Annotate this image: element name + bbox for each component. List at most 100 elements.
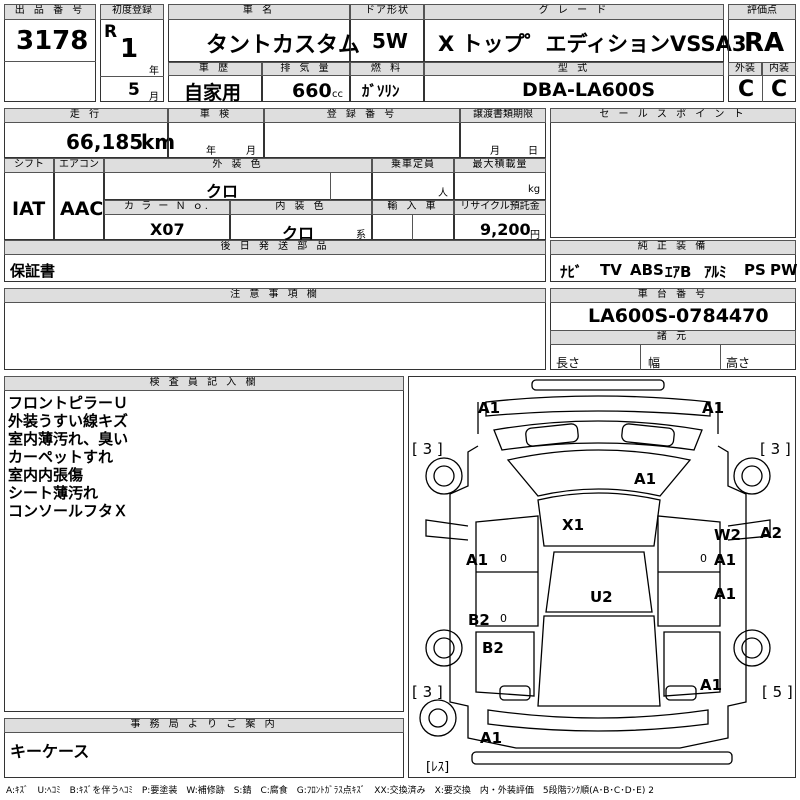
displacement-unit: cc: [332, 89, 343, 100]
displacement-label: 排 気 量: [262, 62, 350, 76]
transfer-month-unit: 月: [490, 146, 500, 157]
door-label: ドア形状: [350, 4, 424, 20]
mark-tire-fr: [ 3 ]: [760, 440, 791, 458]
score-value: RA: [744, 28, 785, 58]
capacity-unit: 人: [438, 188, 448, 199]
notes-label: 注 意 事 項 欄: [4, 288, 546, 303]
fuel: ｶﾞｿﾘﾝ: [362, 82, 400, 100]
model-label: 型 式: [424, 62, 724, 76]
int-color-suffix: 系: [356, 230, 366, 241]
ext-color-divider: [330, 173, 331, 200]
import-label: 輸 入 車: [372, 200, 454, 215]
ext-color-label: 外 装 色: [104, 158, 372, 173]
int-score: C: [771, 77, 788, 102]
model-code: DBA-LA600S: [522, 79, 655, 101]
first-reg-year: 1: [120, 34, 139, 64]
shift: IAT: [12, 198, 46, 220]
equipment-alloy: ｱﾙﾐ: [704, 263, 727, 281]
grade: X トップ゜エディションVSSA3: [438, 32, 747, 56]
inspection-year-unit: 年: [206, 146, 216, 157]
car-name-label: 車 名: [168, 4, 350, 20]
mark-right-door-rear: A1: [714, 585, 737, 603]
mileage: 66,185: [66, 130, 144, 154]
mileage-unit: km: [141, 130, 176, 154]
mark-left-door-front: A1: [466, 551, 489, 569]
mark-w2: W2: [714, 526, 741, 544]
lot-number: 3178: [16, 26, 89, 56]
dims-divider-2: [720, 345, 721, 370]
recycle-fee: 9,200: [480, 220, 531, 239]
mark-center: U2: [590, 588, 613, 606]
mark-x1: X1: [562, 516, 585, 534]
inspection-label: 車 検: [168, 108, 264, 123]
inspector-note-7: コンソールフタＸ: [8, 502, 129, 520]
mark-right-door-front-sub: 0: [700, 552, 707, 565]
door-type: 5W: [372, 29, 408, 53]
mark-roof: A1: [634, 470, 657, 488]
first-reg-month: 5: [128, 80, 140, 100]
first-reg-year-unit: 年: [149, 66, 159, 77]
mark-left-door-rear: B2: [468, 611, 490, 629]
color-no: X07: [150, 220, 185, 239]
score-label: 評価点: [728, 4, 796, 20]
equipment-label: 純 正 装 備: [550, 240, 796, 255]
recycle-unit: 円: [530, 230, 540, 241]
inspection-month-unit: 月: [246, 146, 256, 157]
inspector-label: 検 査 員 記 入 欄: [4, 376, 404, 391]
import-divider: [412, 215, 413, 240]
equipment-ps: PS: [744, 261, 766, 279]
chassis-number: LA600S-0784470: [588, 305, 769, 327]
aircon: AAC: [60, 198, 104, 220]
sales-point-label: セ ー ル ス ポ イ ン ト: [550, 108, 796, 123]
history-label: 車 歴: [168, 62, 262, 76]
sales-point-box: [550, 108, 796, 238]
first-reg-month-unit: 月: [149, 92, 159, 103]
first-reg-era: R: [104, 22, 118, 42]
inspector-note-2: 外装うすい線キズ: [8, 412, 129, 430]
transfer-day-unit: 日: [528, 146, 538, 157]
first-reg-divider: [100, 76, 164, 77]
office-note: キーケース: [10, 742, 90, 761]
mark-rear-bottom: A1: [480, 729, 503, 747]
mark-left-rear: B2: [482, 639, 504, 657]
equipment-pw: PW: [770, 261, 798, 279]
mark-tire-fl: [ 3 ]: [412, 440, 443, 458]
mark-rear-right: A1: [700, 676, 723, 694]
equipment-tv: TV: [600, 261, 622, 279]
chassis-label: 車 台 番 号: [550, 288, 796, 303]
car-diagram-box: [408, 376, 796, 778]
later-parts: 保証書: [10, 262, 56, 280]
mark-right-door-front: A1: [714, 551, 737, 569]
legend: A:ｷｽﾞ U:ﾍｺﾐ B:ｷｽﾞを伴うﾍｺﾐ P:要塗装 W:補修跡 S:錆 …: [6, 786, 654, 796]
car-diagram: [419, 379, 771, 765]
mark-left-door-rear-sub: 0: [500, 612, 507, 625]
aircon-label: エアコン: [54, 158, 104, 173]
color-no-label: カ ラ ー Ｎ ｏ.: [104, 200, 230, 215]
shift-label: シフト: [4, 158, 54, 173]
transfer-label: 譲渡書類期限: [460, 108, 546, 123]
inspector-note-4: カーペットすれ: [8, 448, 114, 466]
dims-label: 諸 元: [550, 330, 796, 345]
fuel-label: 燃 料: [350, 62, 424, 76]
mileage-label: 走 行: [4, 108, 168, 123]
max-load-unit: kg: [528, 184, 541, 195]
equipment-abs: ABS: [630, 261, 664, 279]
ext-score: C: [738, 77, 755, 102]
inspector-note-1: フロントピラーＵ: [8, 394, 129, 412]
first-reg-label: 初度登録: [100, 4, 164, 20]
office-label: 事 務 局 よ り ご 案 内: [4, 718, 404, 733]
dims-height: 高さ: [726, 356, 751, 370]
mark-left-door-front-sub: 0: [500, 552, 507, 565]
max-load-label: 最大積載量: [454, 158, 546, 173]
score-sub-divider: [762, 76, 763, 102]
dims-length: 長さ: [556, 356, 581, 370]
lot-number-label: 出 品 番 号: [4, 4, 96, 20]
mark-tire-rl: [ 3 ]: [412, 683, 443, 701]
inspector-note-5: 室内内張傷: [8, 466, 84, 484]
displacement: 660: [292, 80, 332, 102]
dims-divider-1: [640, 345, 641, 370]
recycle-label: リサイクル預託金: [454, 200, 546, 215]
later-parts-label: 後 日 発 送 部 品: [4, 240, 546, 255]
equipment-navi: ﾅﾋﾞ: [560, 263, 583, 281]
lot-number-blank: [4, 61, 96, 102]
